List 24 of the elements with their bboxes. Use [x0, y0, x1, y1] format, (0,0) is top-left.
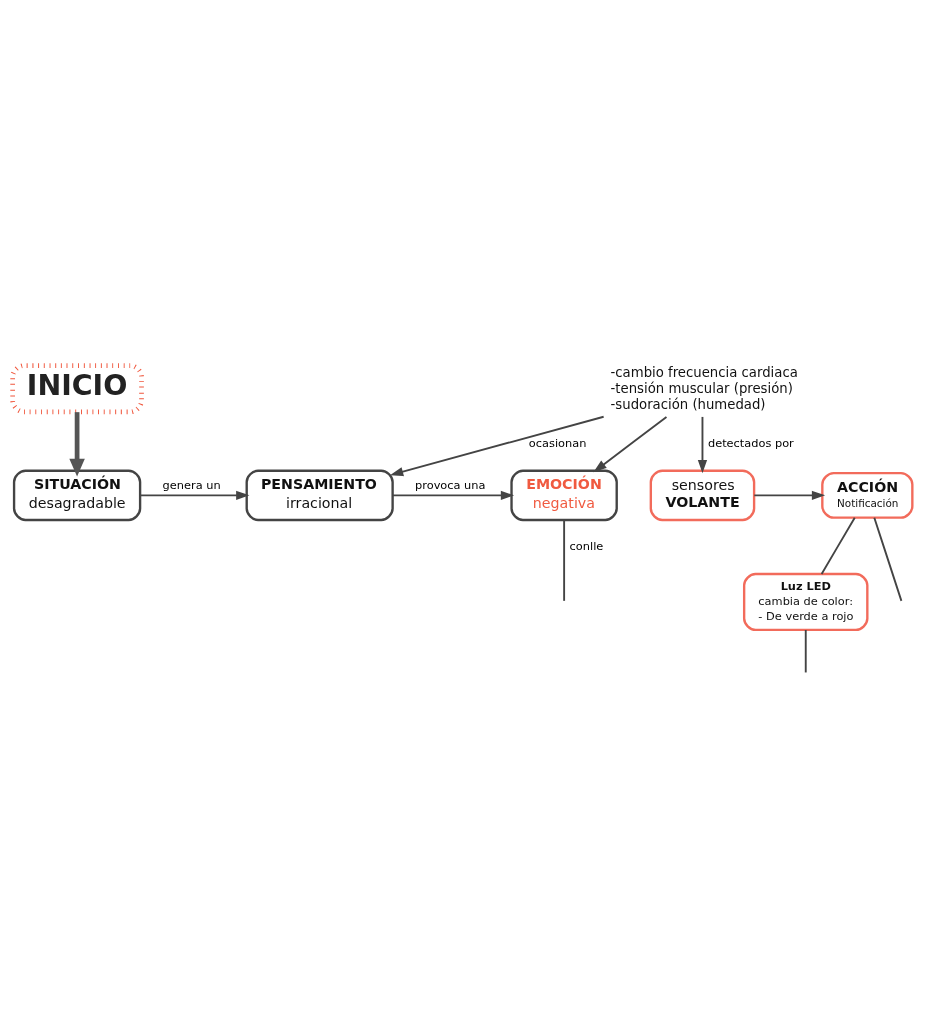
connector [873, 516, 903, 602]
arrow [391, 490, 515, 500]
arrow [389, 415, 605, 477]
connector [804, 629, 807, 674]
arrow [593, 415, 668, 473]
node-text: -cambio frecuencia cardiaca -tensión muscular (presión) -sudoración (humedad) [610, 364, 798, 412]
edge-label: detectados por [707, 435, 794, 450]
node-box: Luz LED cambia de color: - De verde a rojo [742, 572, 869, 632]
arrow [69, 412, 85, 477]
connector [820, 516, 856, 575]
edge-label: ocasionan [528, 435, 587, 450]
node-box: PENSAMIENTO irracional [245, 469, 394, 522]
arrow [139, 490, 250, 500]
node-box: ACCIÓN Notificación [821, 471, 914, 519]
arrow [697, 415, 708, 474]
arrow [753, 490, 826, 500]
node-box: INICIO [10, 363, 144, 415]
connector [563, 519, 566, 602]
edge-label: genera un [162, 478, 221, 493]
edge-label: provoca una [415, 478, 486, 493]
node-box: sensores VOLANTE [649, 469, 756, 522]
edge-label: conlle [569, 538, 604, 553]
node-box: EMOCIÓN negativa [510, 469, 618, 522]
node-box: SITUACIÓN desagradable [12, 469, 142, 522]
